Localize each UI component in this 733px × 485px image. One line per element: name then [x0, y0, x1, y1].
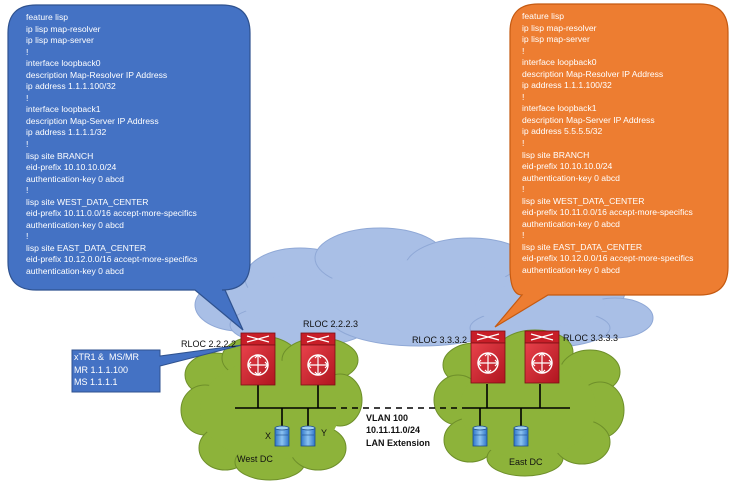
- config-line: eid-prefix 10.12.0.0/16 accept-more-spec…: [522, 253, 694, 264]
- east-lan-line: [462, 384, 570, 426]
- config-line: lisp site WEST_DATA_CENTER: [26, 196, 149, 207]
- config-line: eid-prefix 10.10.10.0/24: [522, 161, 613, 172]
- config-line: authentication-key 0 abcd: [522, 218, 620, 229]
- config-line: description Map-Server IP Address: [522, 114, 655, 125]
- config-line: ip address 5.5.5.5/32: [522, 126, 603, 137]
- config-line: description Map-Server IP Address: [26, 115, 159, 126]
- config-line: authentication-key 0 abcd: [26, 173, 124, 184]
- config-line: lisp site BRANCH: [26, 150, 94, 161]
- config-line: !: [26, 231, 29, 242]
- east-host-2-server-icon: [513, 425, 529, 447]
- config-line: !: [26, 185, 29, 196]
- config-line: interface loopback0: [522, 57, 597, 68]
- xtr-callout: [71, 344, 243, 393]
- config-line: ip lisp map-resolver: [26, 23, 101, 34]
- config-line: ip lisp map-server: [522, 34, 590, 45]
- rloc-2-2-2-3-label: RLOC 2.2.2.3: [303, 319, 359, 329]
- config-line: lisp site WEST_DATA_CENTER: [522, 195, 645, 206]
- config-line: ip address 1.1.1.100/32: [26, 81, 116, 92]
- config-line: authentication-key 0 abcd: [522, 172, 620, 183]
- config-line: authentication-key 0 abcd: [26, 266, 124, 277]
- config-line: !: [26, 92, 29, 103]
- config-line: description Map-Resolver IP Address: [522, 68, 664, 79]
- right-config-callout: [494, 3, 729, 328]
- config-line: !: [26, 46, 29, 57]
- rloc-3-3-3-3-label: RLOC 3.3.3.3: [563, 333, 619, 343]
- host-x-server-icon: [274, 425, 290, 447]
- config-line: !: [522, 184, 525, 195]
- config-line: !: [522, 138, 525, 149]
- east-host-1-server-icon: [472, 425, 488, 447]
- router-rloc-2-2-2-3: [300, 332, 336, 386]
- config-line: !: [522, 230, 525, 241]
- host-y-label: Y: [321, 428, 328, 438]
- config-line: feature lisp: [522, 11, 565, 21]
- rloc-3-3-3-2-label: RLOC 3.3.3.2: [412, 335, 468, 345]
- config-line: lisp site BRANCH: [522, 149, 590, 160]
- xtr-callout-text: xTR1 & MS/MR MR 1.1.1.100 MS 1.1.1.1: [74, 352, 140, 387]
- west-lan-line: [235, 384, 330, 426]
- east-dc-label: East DC: [509, 457, 543, 467]
- config-line: ip lisp map-resolver: [522, 22, 597, 33]
- config-line: !: [26, 139, 29, 150]
- left-config-callout: [7, 4, 251, 331]
- host-y-server-icon: [300, 425, 316, 447]
- config-line: authentication-key 0 abcd: [522, 265, 620, 276]
- config-line: interface loopback1: [522, 103, 597, 114]
- config-line: interface loopback1: [26, 104, 101, 115]
- config-line: ip address 1.1.1.100/32: [522, 80, 612, 91]
- config-line: description Map-Resolver IP Address: [26, 69, 168, 80]
- west-dc-label: West DC: [237, 454, 273, 464]
- router-rloc-3-3-3-2: [470, 330, 506, 384]
- config-line: !: [522, 91, 525, 102]
- router-rloc-2-2-2-2: [240, 332, 276, 386]
- config-line: ip address 1.1.1.1/32: [26, 127, 107, 138]
- router-rloc-3-3-3-3: [524, 330, 560, 384]
- config-line: !: [522, 45, 525, 56]
- vlan-extension-label: VLAN 100 10.11.11.0/24 LAN Extension: [366, 413, 431, 448]
- config-line: eid-prefix 10.11.0.0/16 accept-more-spec…: [26, 208, 197, 219]
- config-line: eid-prefix 10.12.0.0/16 accept-more-spec…: [26, 254, 198, 265]
- rloc-2-2-2-2-label: RLOC 2.2.2.2: [181, 339, 237, 349]
- config-line: lisp site EAST_DATA_CENTER: [26, 242, 147, 253]
- config-line: eid-prefix 10.11.0.0/16 accept-more-spec…: [522, 207, 693, 218]
- host-x-label: X: [265, 431, 272, 441]
- config-line: interface loopback0: [26, 58, 101, 69]
- config-line: authentication-key 0 abcd: [26, 219, 124, 230]
- config-line: feature lisp: [26, 12, 69, 22]
- config-line: lisp site EAST_DATA_CENTER: [522, 241, 643, 252]
- config-line: eid-prefix 10.10.10.0/24: [26, 162, 117, 173]
- config-line: ip lisp map-server: [26, 35, 94, 46]
